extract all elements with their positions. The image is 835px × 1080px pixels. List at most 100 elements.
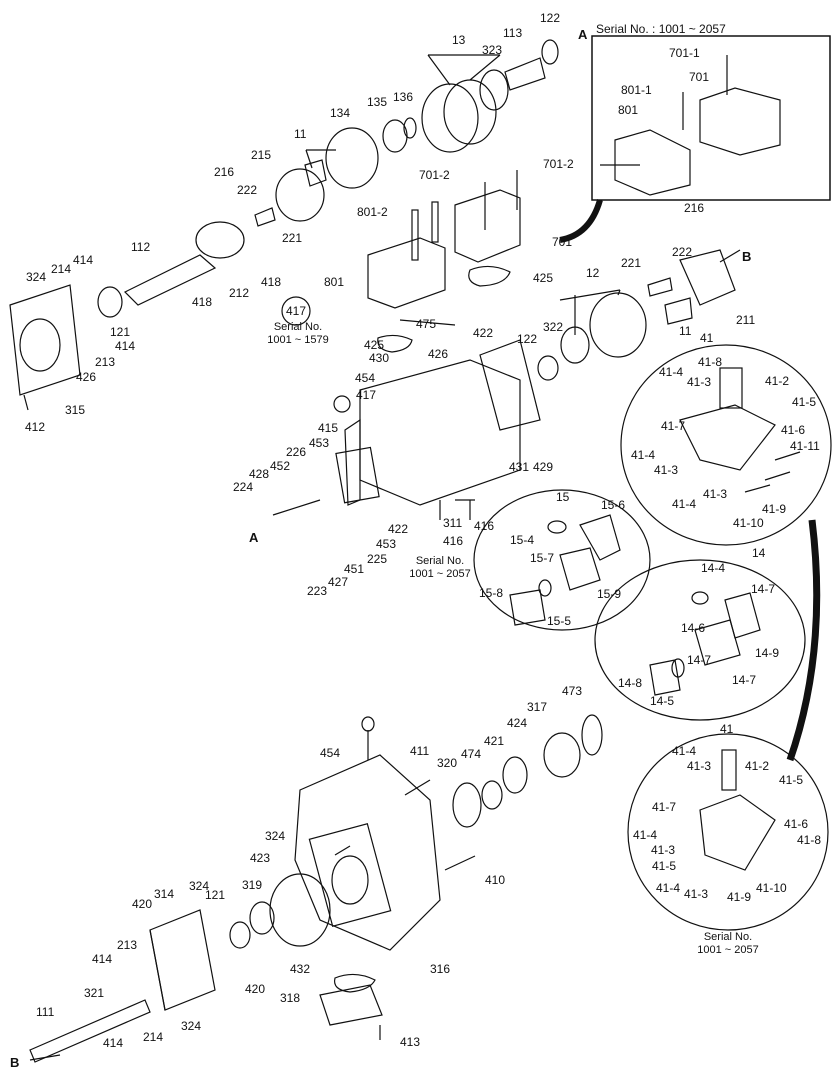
part-label: 41-4 <box>631 448 656 462</box>
part-label: 41-4 <box>633 828 658 842</box>
callout-arrow-top <box>559 199 603 243</box>
part-label: 416 <box>474 519 495 533</box>
part-label: 11 <box>679 324 692 338</box>
part-label: 424 <box>507 716 528 730</box>
part-label: 14-6 <box>681 621 706 635</box>
part-label: 324 <box>26 270 47 284</box>
part-label: 41-10 <box>756 881 787 895</box>
part-label: 111 <box>36 1005 55 1019</box>
part-label: 41 <box>720 722 734 736</box>
serial-note-bottom: Serial No. 1001 ~ 2057 <box>688 931 768 957</box>
part-label: 801 <box>324 275 345 289</box>
part-label: 432 <box>290 962 311 976</box>
part-label: 13 <box>452 33 466 47</box>
part-label: 421 <box>484 734 505 748</box>
part-label: 112 <box>131 240 151 254</box>
part-label: 422 <box>388 522 409 536</box>
part-label: 420 <box>132 897 153 911</box>
part-label: 452 <box>270 459 291 473</box>
part-label: 41-7 <box>652 800 677 814</box>
letter-b-right: B <box>742 249 752 264</box>
part-label-417-circled: 417 <box>286 304 307 318</box>
callout-arrow-right <box>786 519 821 762</box>
part-label: 315 <box>65 403 86 417</box>
serial-note-417: Serial No. 1001 ~ 1579 <box>258 321 338 347</box>
part-label: 425 <box>533 271 554 285</box>
part-label: 453 <box>309 436 330 450</box>
part-label: 41-2 <box>745 759 770 773</box>
part-label: 317 <box>527 700 548 714</box>
part-label: 213 <box>95 355 116 369</box>
part-label: 414 <box>92 952 113 966</box>
part-label: 214 <box>51 262 72 276</box>
part-label: 41-4 <box>672 497 697 511</box>
part-label: 14-7 <box>751 582 776 596</box>
part-label: 454 <box>320 746 341 760</box>
part-label: 701 <box>689 70 710 84</box>
part-label: 418 <box>192 295 213 309</box>
part-label: 214 <box>143 1030 164 1044</box>
serial-note-top-right: Serial No. : 1001 ~ 2057 <box>596 22 726 36</box>
part-label: 426 <box>76 370 97 384</box>
part-label: 225 <box>367 552 388 566</box>
detail-oval-41-bottom <box>627 733 829 931</box>
part-label: 324 <box>181 1019 202 1033</box>
part-label: 451 <box>344 562 365 576</box>
part-label: 11 <box>294 127 307 141</box>
serial-note-bottom-line2: 1001 ~ 2057 <box>697 944 759 956</box>
part-label: 15-4 <box>510 533 535 547</box>
part-label: 420 <box>245 982 266 996</box>
part-label: 414 <box>115 339 136 353</box>
part-label: 41-4 <box>672 744 697 758</box>
part-label: 319 <box>242 878 263 892</box>
part-label: 15-5 <box>547 614 572 628</box>
part-label: 14 <box>752 546 766 560</box>
part-label: 324 <box>189 879 210 893</box>
part-label: 801 <box>618 103 639 117</box>
letter-a-left: A <box>249 530 259 545</box>
part-label: 414 <box>73 253 94 267</box>
part-label: 414 <box>103 1036 124 1050</box>
part-label: 701-1 <box>669 46 700 60</box>
part-label: 136 <box>393 90 414 104</box>
part-label: 14-7 <box>687 653 712 667</box>
part-label: 41-3 <box>651 843 676 857</box>
part-label: 222 <box>237 183 258 197</box>
part-label: 41-3 <box>654 463 679 477</box>
part-label: 14-5 <box>650 694 675 708</box>
part-label: 121 <box>205 888 226 902</box>
part-label: 215 <box>251 148 272 162</box>
part-label: 701-2 <box>419 168 450 182</box>
part-label: 41-7 <box>661 419 686 433</box>
part-label: 428 <box>249 467 270 481</box>
part-label: 15-6 <box>601 498 626 512</box>
serial-note-bottom-line1: Serial No. <box>703 931 753 943</box>
part-label: 41-9 <box>727 890 752 904</box>
circle-417 <box>281 296 311 326</box>
part-label: 430 <box>369 351 390 365</box>
part-label: 801-2 <box>357 205 388 219</box>
detail-oval-14 <box>594 559 806 721</box>
part-label: 411 <box>410 744 430 758</box>
part-label: 431 <box>509 460 530 474</box>
part-label: 12 <box>586 266 600 280</box>
part-label: 318 <box>280 991 301 1005</box>
part-label: 473 <box>562 684 583 698</box>
part-label: 422 <box>473 326 494 340</box>
part-label: 413 <box>400 1035 421 1049</box>
part-label: 41-2 <box>765 374 790 388</box>
part-label: 425 <box>364 338 385 352</box>
part-label: 453 <box>376 537 397 551</box>
part-label: 321 <box>84 986 105 1000</box>
part-label: 212 <box>229 286 250 300</box>
part-label: 322 <box>543 320 564 334</box>
part-label: 320 <box>437 756 458 770</box>
part-label: 323 <box>482 43 503 57</box>
part-label: 423 <box>250 851 271 865</box>
part-label: 224 <box>233 480 254 494</box>
detail-oval-15 <box>473 489 651 631</box>
part-label: 41-4 <box>656 881 681 895</box>
part-label: 121 <box>110 325 131 339</box>
part-label: 134 <box>330 106 351 120</box>
